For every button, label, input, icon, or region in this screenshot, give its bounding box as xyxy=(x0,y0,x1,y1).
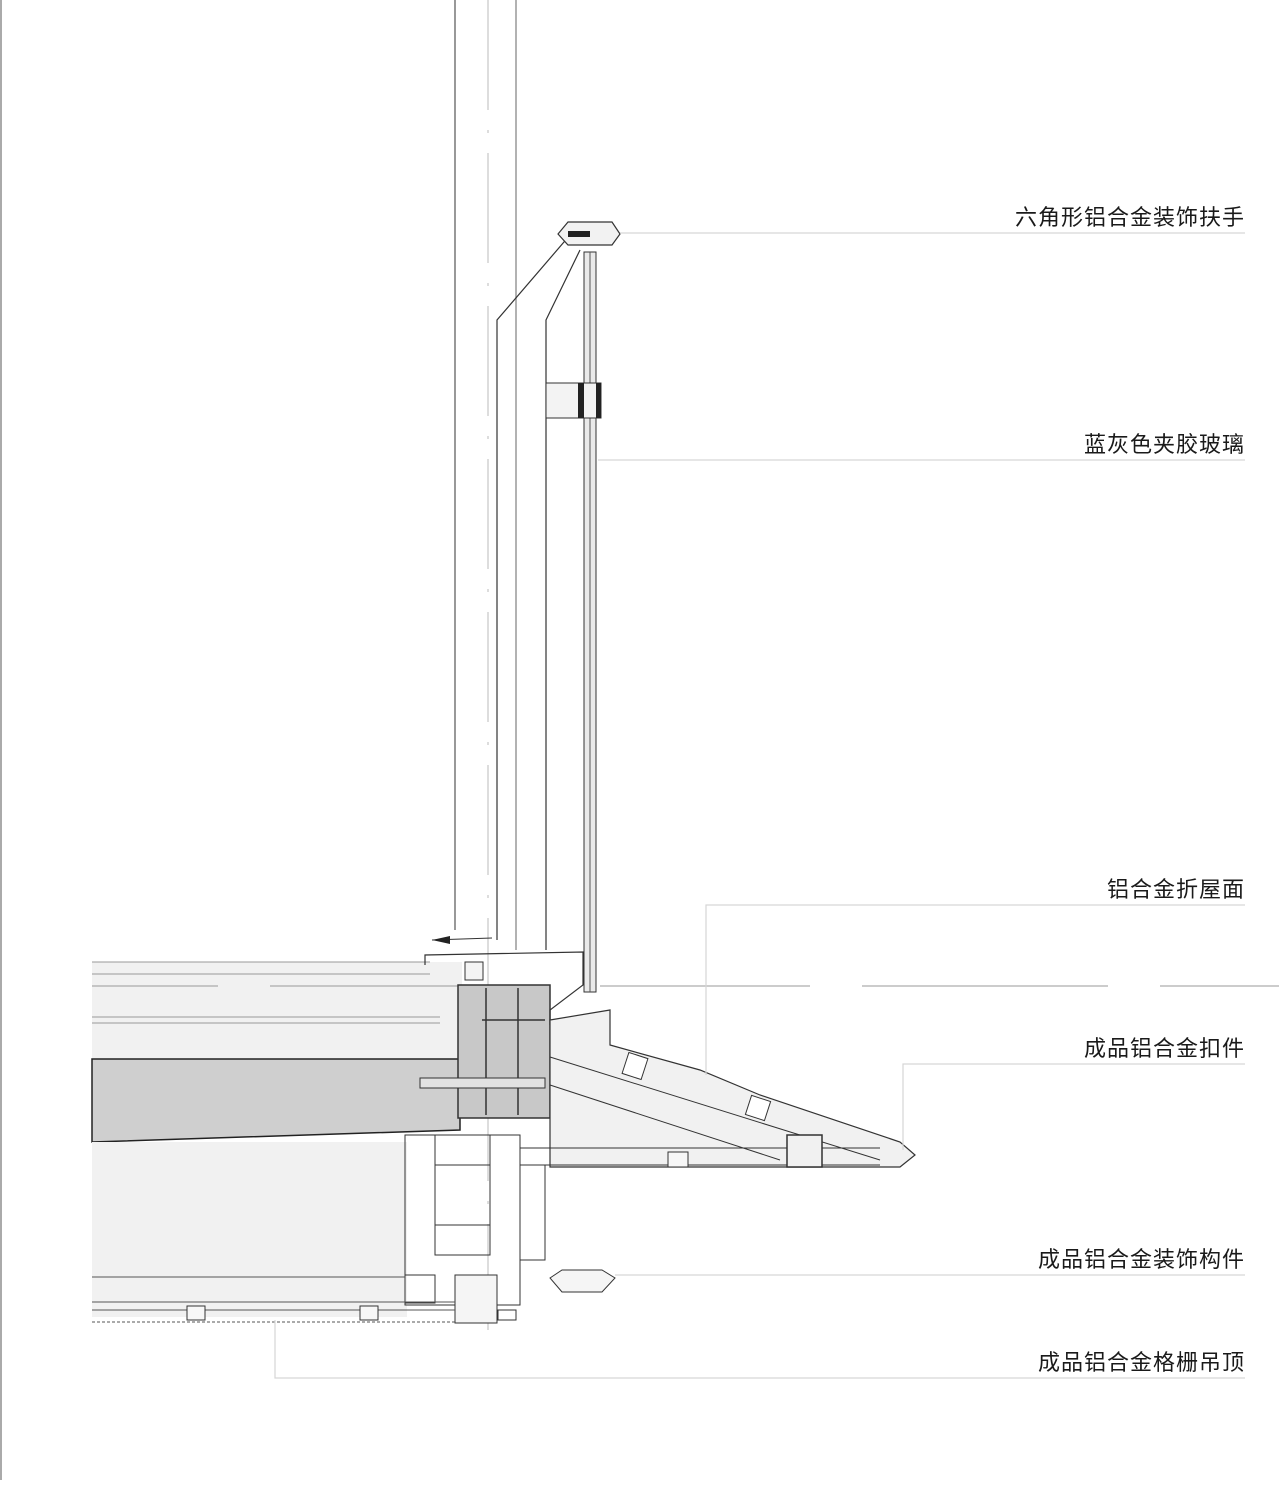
steel-post xyxy=(419,951,584,1119)
wall-lines xyxy=(454,0,517,1330)
decorative-component xyxy=(549,1269,616,1293)
hexagonal-handrail xyxy=(557,221,621,246)
label-hexagonal-handrail: 六角形铝合金装饰扶手 xyxy=(1014,206,1245,231)
laminated-glass xyxy=(545,251,602,993)
floor-slab xyxy=(91,961,462,1317)
ceiling-hanger-2 xyxy=(359,1305,379,1321)
label-decorative-component: 成品铝合金装饰构件 xyxy=(1037,1248,1245,1273)
label-laminated-glass: 蓝灰色夹胶玻璃 xyxy=(1083,433,1245,458)
label-aluminium-clip: 成品铝合金扣件 xyxy=(1083,1037,1245,1062)
label-grille-ceiling: 成品铝合金格栅吊顶 xyxy=(1037,1351,1245,1376)
folded-aluminium-roof xyxy=(520,1009,916,1168)
handrail-brackets xyxy=(496,234,581,950)
ceiling-hanger-1 xyxy=(186,1305,206,1321)
leader-lines xyxy=(274,232,1245,1379)
ceiling-rails xyxy=(92,1276,455,1323)
label-folded-roof: 铝合金折屋面 xyxy=(1106,878,1245,903)
dimension-arrow xyxy=(431,936,493,944)
lower-frame xyxy=(404,1134,546,1324)
